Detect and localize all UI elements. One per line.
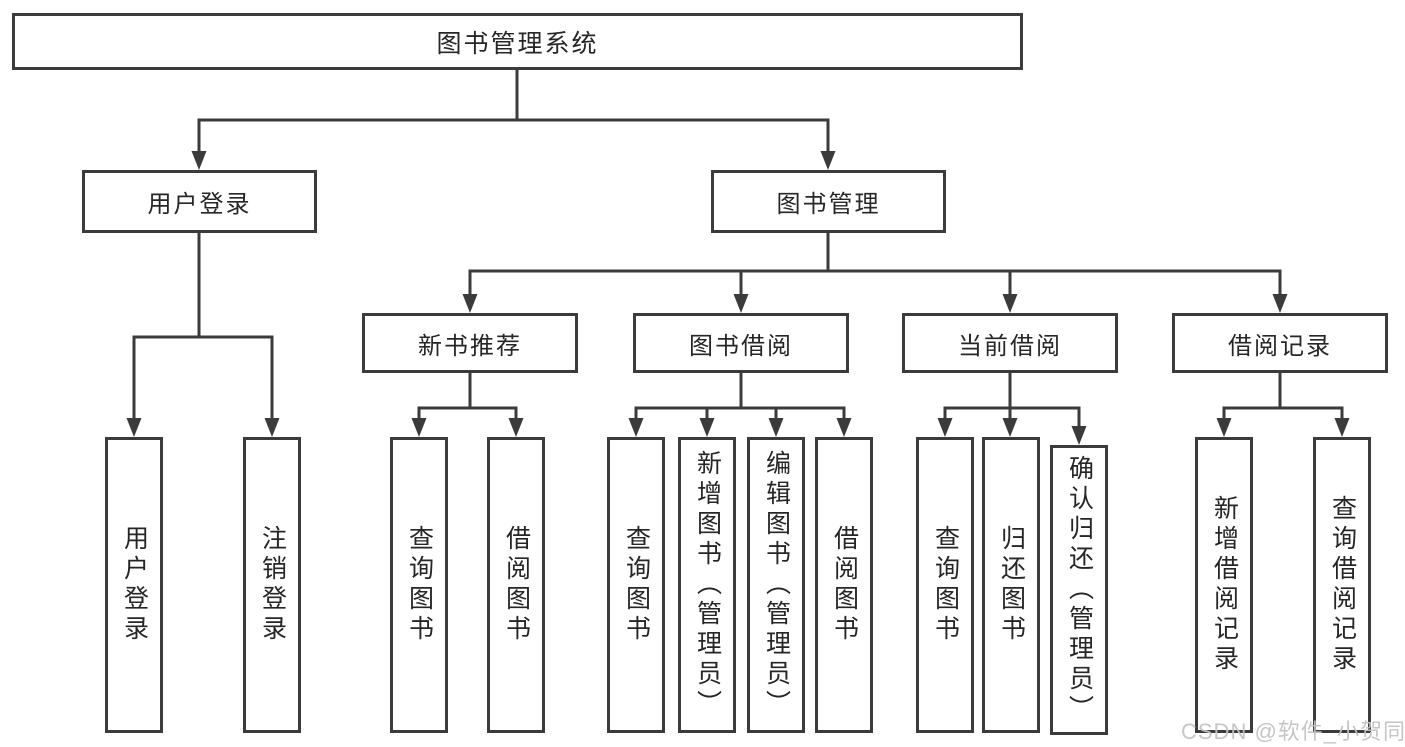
- arrow-down-icon: [191, 151, 207, 170]
- leaf-query-books-recommend: 查询图书: [390, 437, 448, 733]
- connector-user-login-to-leaves: [132, 233, 274, 419]
- arrowheads: [126, 151, 1350, 445]
- arrow-down-icon: [699, 418, 715, 437]
- node-book-management-label: 图书管理: [776, 191, 881, 218]
- node-new-book-recommend: 新书推荐: [362, 313, 578, 373]
- arrow-down-icon: [126, 418, 142, 437]
- leaf-confirm-return-admin: 确认归还（管理员）: [1050, 445, 1108, 735]
- arrow-down-icon: [1272, 294, 1288, 313]
- arrow-down-icon: [1002, 294, 1018, 313]
- node-borrow-records-label: 借阅记录: [1228, 332, 1332, 360]
- node-user-login: 用户登录: [82, 170, 317, 233]
- leaf-edit-book-admin: 编辑图书（管理员）: [747, 437, 805, 733]
- arrow-down-icon: [411, 418, 427, 437]
- leaf-user-login: 用户登录: [105, 437, 163, 733]
- node-borrow-records: 借阅记录: [1172, 313, 1388, 373]
- leaf-edit-book-admin-label: 编辑图书（管理员）: [762, 450, 791, 720]
- leaf-borrow-books-recommend-label: 借阅图书: [502, 525, 531, 645]
- leaf-add-borrow-record: 新增借阅记录: [1195, 437, 1253, 733]
- leaf-logout: 注销登录: [243, 437, 301, 733]
- node-book-borrow: 图书借阅: [633, 313, 849, 373]
- node-new-book-recommend-label: 新书推荐: [418, 332, 522, 360]
- arrow-down-icon: [264, 418, 280, 437]
- leaf-borrow-books-label: 借阅图书: [830, 525, 859, 645]
- connector-root-to-level2: [197, 70, 830, 152]
- leaf-return-book-label: 归还图书: [997, 525, 1026, 645]
- leaf-query-books-current-label: 查询图书: [931, 525, 960, 645]
- leaf-query-borrow-record-label: 查询借阅记录: [1328, 495, 1357, 675]
- arrow-down-icon: [462, 294, 478, 313]
- leaf-add-book-admin-label: 新增图书（管理员）: [693, 450, 722, 720]
- leaf-add-book-admin: 新增图书（管理员）: [678, 437, 736, 733]
- node-user-login-label: 用户登录: [147, 191, 252, 218]
- node-current-borrow-label: 当前借阅: [958, 332, 1062, 360]
- connector-book-borrow-to-leaves: [634, 373, 846, 419]
- leaf-return-book: 归还图书: [982, 437, 1040, 733]
- leaf-query-books-borrow: 查询图书: [607, 437, 665, 733]
- arrow-down-icon: [733, 294, 749, 313]
- arrow-down-icon: [820, 151, 836, 170]
- connector-borrow-records-to-leaves: [1222, 373, 1344, 419]
- csdn-watermark: CSDN @软件_小贺同学: [1181, 719, 1405, 744]
- leaf-query-books-current: 查询图书: [916, 437, 974, 733]
- node-book-borrow-label: 图书借阅: [689, 332, 793, 360]
- leaf-borrow-books: 借阅图书: [815, 437, 873, 733]
- leaf-query-books-recommend-label: 查询图书: [405, 525, 434, 645]
- leaf-query-borrow-record: 查询借阅记录: [1313, 437, 1371, 733]
- leaf-confirm-return-admin-label: 确认归还（管理员）: [1065, 455, 1094, 725]
- arrow-down-icon: [768, 418, 784, 437]
- arrow-down-icon: [508, 418, 524, 437]
- arrow-down-icon: [1334, 418, 1350, 437]
- connector-new-book-to-leaves: [417, 373, 518, 419]
- arrow-down-icon: [1002, 418, 1018, 437]
- arrow-down-icon: [1216, 418, 1232, 437]
- leaf-query-books-borrow-label: 查询图书: [622, 525, 651, 645]
- node-root-label: 图书管理系统: [436, 29, 599, 58]
- node-book-management: 图书管理: [711, 170, 946, 233]
- node-root: 图书管理系统: [12, 13, 1023, 70]
- connector-book-management-to-sections: [468, 233, 1282, 295]
- leaf-user-login-label: 用户登录: [120, 525, 149, 645]
- arrow-down-icon: [836, 418, 852, 437]
- leaf-logout-label: 注销登录: [258, 525, 287, 645]
- node-current-borrow: 当前借阅: [902, 313, 1118, 373]
- leaf-borrow-books-recommend: 借阅图书: [487, 437, 545, 733]
- arrow-down-icon: [628, 418, 644, 437]
- leaf-add-borrow-record-label: 新增借阅记录: [1210, 495, 1239, 675]
- arrow-down-icon: [1071, 426, 1087, 445]
- connector-current-borrow-to-leaves: [943, 373, 1081, 427]
- arrow-down-icon: [937, 418, 953, 437]
